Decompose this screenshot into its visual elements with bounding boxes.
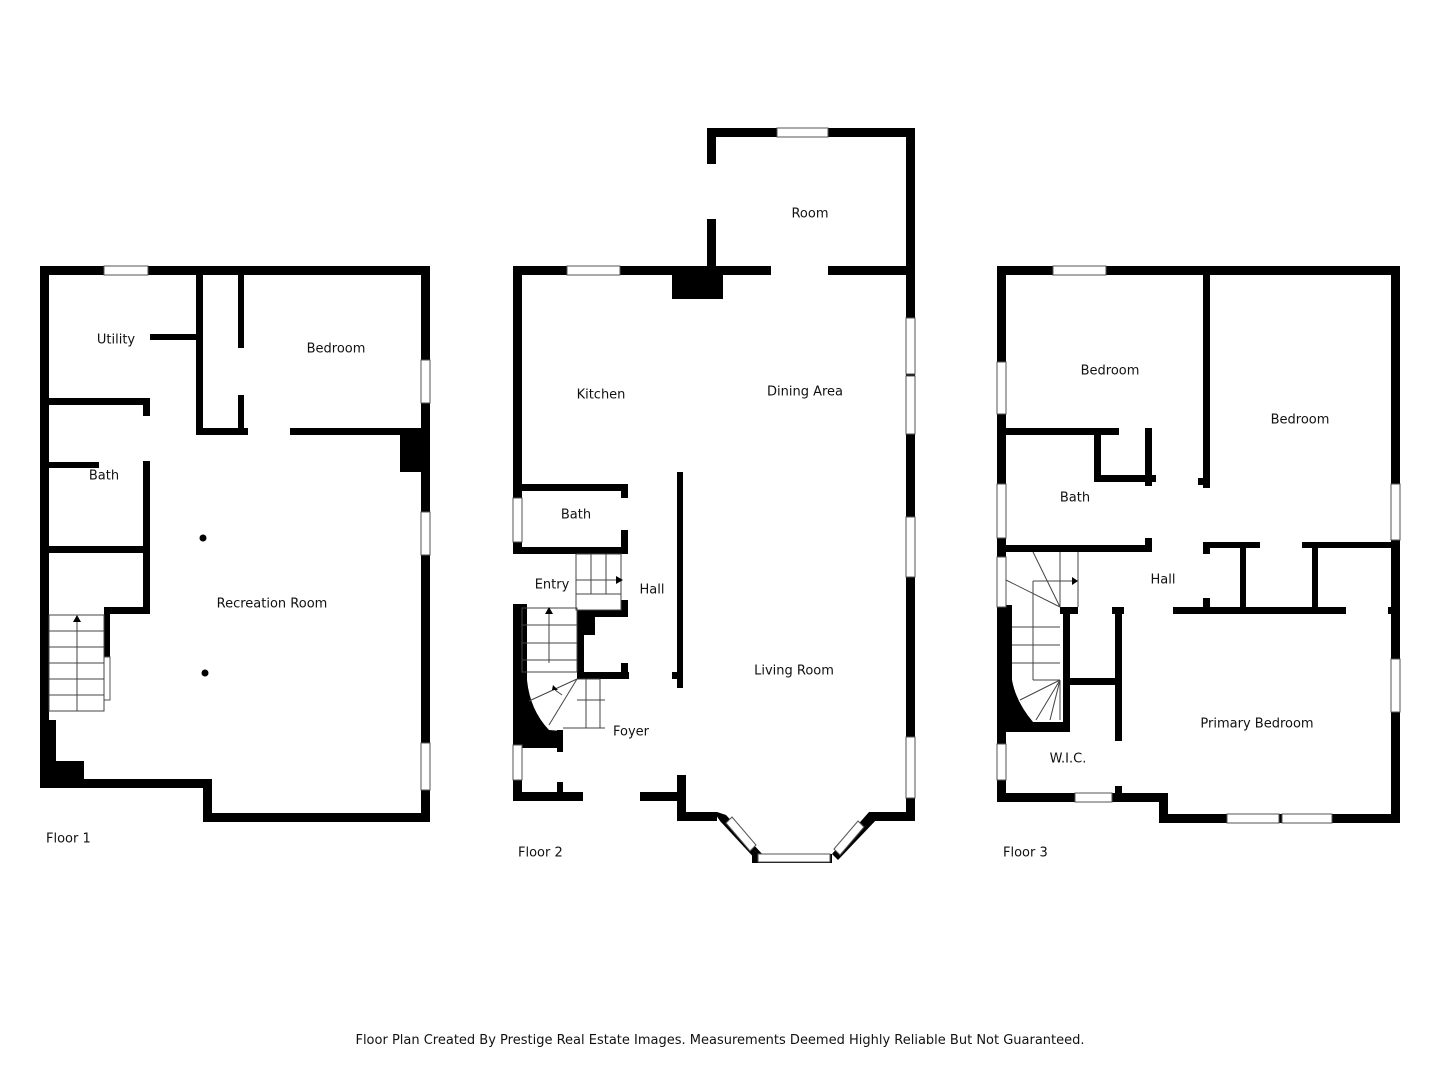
footer-disclaimer: Floor Plan Created By Prestige Real Esta… [355, 1033, 1085, 1048]
room-label: Bath [1060, 491, 1090, 506]
floor-2-plan: Room Kitchen Dining Area Bath Entry Hall… [512, 127, 916, 863]
floor-2-stairs [521, 553, 622, 729]
floor-3-plan: Bedroom Bedroom Bath Hall Primary Bedroo… [996, 265, 1401, 861]
room-label: Bedroom [1271, 413, 1330, 428]
room-label: Bedroom [1081, 364, 1140, 379]
room-label: Dining Area [767, 385, 843, 400]
floor-label: Floor 1 [46, 832, 91, 847]
room-label: W.I.C. [1050, 752, 1087, 767]
floor-1-stairs [48, 614, 105, 712]
room-label: Bedroom [307, 342, 366, 357]
floor-1-plan: Utility Bedroom Bath Recreation Room Flo… [40, 265, 431, 847]
floor-3-stairs [1005, 551, 1079, 721]
floor-label: Floor 3 [1003, 846, 1048, 861]
floor-label: Floor 2 [518, 846, 563, 861]
room-label: Primary Bedroom [1200, 717, 1313, 732]
room-label: Utility [97, 333, 136, 348]
room-label: Hall [640, 583, 665, 598]
room-label: Foyer [613, 725, 650, 740]
room-label: Entry [535, 578, 570, 593]
room-label: Hall [1151, 573, 1176, 588]
room-label: Living Room [754, 664, 834, 679]
room-label: Bath [561, 508, 591, 523]
room-label: Room [791, 207, 828, 222]
room-label: Kitchen [577, 388, 626, 403]
room-label: Bath [89, 469, 119, 484]
room-label: Recreation Room [217, 597, 328, 612]
